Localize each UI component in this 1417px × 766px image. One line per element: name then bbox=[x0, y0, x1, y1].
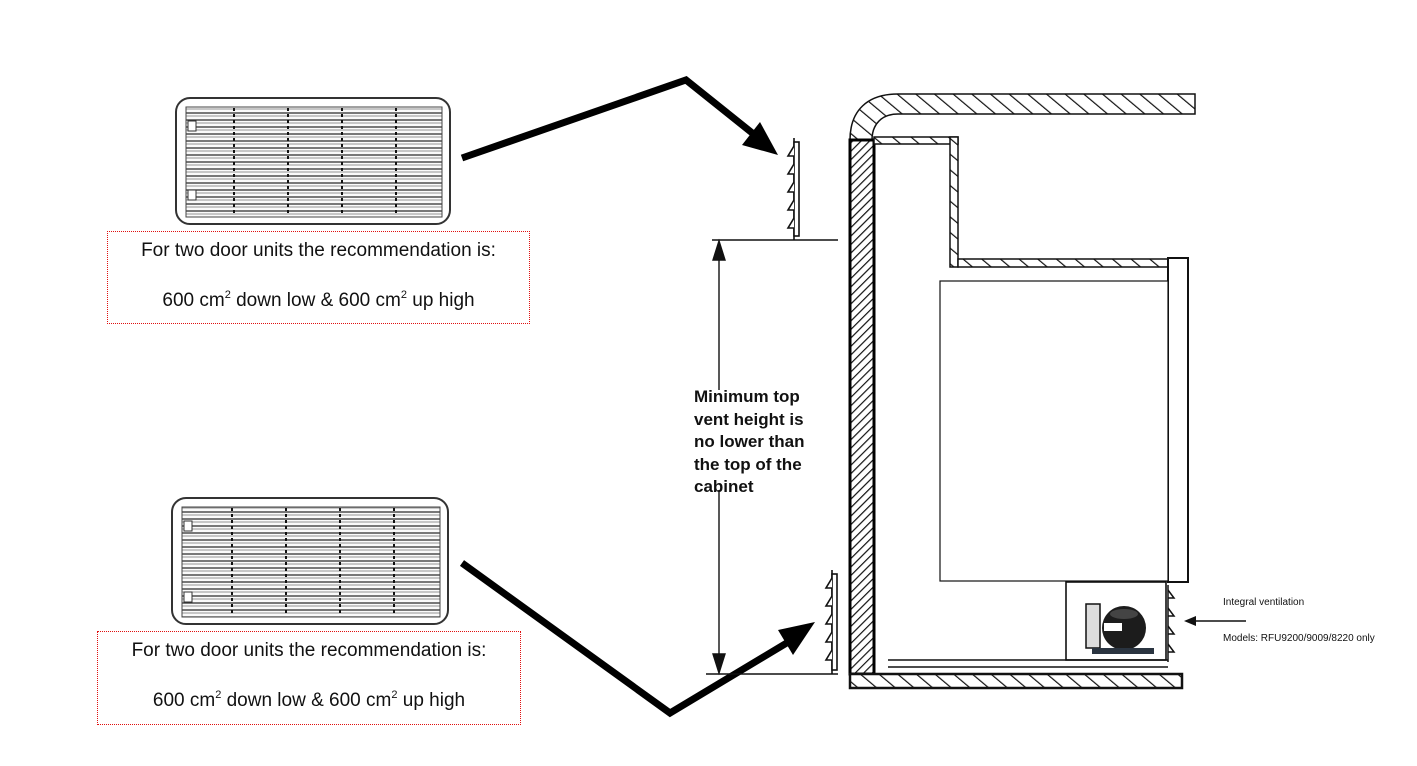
vent-grille-bottom bbox=[171, 497, 449, 625]
vent-grille-top bbox=[175, 97, 451, 225]
louvre-vent-bottom bbox=[824, 570, 838, 674]
integral-ventilation-arrow bbox=[1184, 616, 1246, 626]
height-dimension bbox=[706, 238, 838, 676]
recommendation-note-top: For two door units the recommendation is… bbox=[107, 231, 530, 324]
compressor-icon bbox=[1085, 603, 1154, 654]
cabinet-structure bbox=[848, 136, 1189, 690]
pointer-arrow-top bbox=[460, 76, 778, 162]
note-heading: For two door units the recommendation is… bbox=[131, 640, 487, 661]
note-detail: 600 cm2 down low & 600 cm2 up high bbox=[162, 289, 475, 312]
models-label: Models: RFU9200/9009/8220 only bbox=[1223, 633, 1375, 644]
wall-section bbox=[848, 93, 1196, 676]
pointer-arrow-bottom bbox=[459, 560, 815, 718]
note-heading: For two door units the recommendation is… bbox=[141, 240, 496, 261]
louvre-vent-top bbox=[786, 138, 800, 240]
integral-ventilation-label: Integral ventilation bbox=[1223, 597, 1305, 608]
minimum-height-label: Minimum top vent height is no lower than… bbox=[694, 387, 805, 496]
note-detail: 600 cm2 down low & 600 cm2 up high bbox=[152, 689, 466, 712]
recommendation-note-bottom: For two door units the recommendation is… bbox=[97, 631, 521, 725]
